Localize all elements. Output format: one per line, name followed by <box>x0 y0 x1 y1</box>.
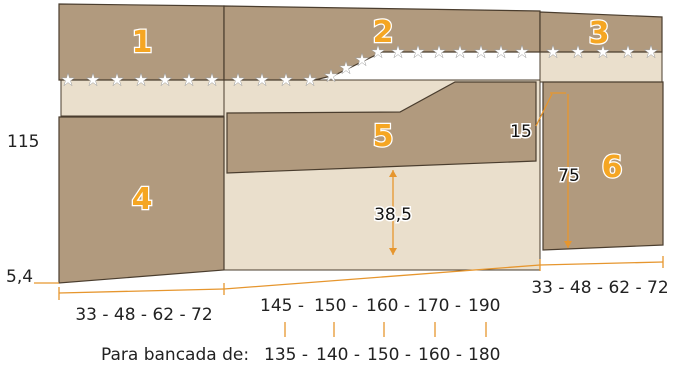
led-star-icon <box>514 44 530 59</box>
led-star-icon <box>204 72 220 87</box>
led-star-icon <box>85 72 101 87</box>
led-star-icon <box>473 44 489 59</box>
led-star-icon <box>595 44 611 59</box>
panel-number-5: 5 <box>373 119 394 154</box>
panel-number-6: 6 <box>602 150 623 185</box>
led-lights <box>60 44 659 87</box>
bed-width-item: 150 - <box>367 345 411 365</box>
bed-width-item: 135 - <box>264 345 308 365</box>
center-widths: 145 - 150 - 160 - 170 - 190 <box>260 296 500 316</box>
bed-prefix-label: Para bancada de: <box>101 345 249 365</box>
led-star-icon <box>230 72 246 87</box>
led-star-icon <box>254 72 270 87</box>
led-star-icon <box>452 44 468 59</box>
wall-strip-right <box>539 51 663 83</box>
panel-number-2: 2 <box>373 15 394 50</box>
center-width-item: 170 - <box>417 296 461 316</box>
panel-3 <box>539 11 663 53</box>
led-star-icon <box>570 44 586 59</box>
center-width-item: 145 - <box>260 296 304 316</box>
led-star-icon <box>60 72 76 87</box>
led-star-icon <box>370 44 386 59</box>
right-height-label: 75 <box>558 166 580 186</box>
center-width-item: 160 - <box>366 296 410 316</box>
wall-strip-left <box>60 79 225 117</box>
panel-5 <box>226 81 537 174</box>
bed-width-item: 160 - <box>418 345 462 365</box>
dimension-lines <box>34 92 664 337</box>
right-width-label: 33 - 48 - 62 - 72 <box>531 278 668 298</box>
led-star-icon <box>157 72 173 87</box>
center-gap-label: 38,5 <box>374 205 412 225</box>
panel-number-3: 3 <box>589 16 610 51</box>
bed-widths-row: Para bancada de: 135 - 140 - 150 - 160 -… <box>101 345 500 365</box>
center-width-item: 190 <box>468 296 500 316</box>
led-star-icon <box>323 68 339 83</box>
panel-6 <box>542 81 664 251</box>
base-height-label: 5,4 <box>6 267 33 287</box>
led-star-icon <box>545 44 561 59</box>
led-star-icon <box>431 44 447 59</box>
panel-number-4: 4 <box>132 182 153 217</box>
left-width-label: 33 - 48 - 62 - 72 <box>75 305 212 325</box>
led-star-icon <box>302 72 318 87</box>
bed-width-item: 140 - <box>316 345 360 365</box>
led-star-icon <box>338 60 354 75</box>
led-star-icon <box>109 72 125 87</box>
led-star-icon <box>354 52 370 67</box>
led-star-icon <box>643 44 659 59</box>
panel-4 <box>58 116 225 284</box>
panel-number-1: 1 <box>132 25 153 60</box>
height-total-label: 115 <box>7 132 39 152</box>
center-width-item: 150 - <box>314 296 358 316</box>
right-offset-label: 15 <box>510 122 532 142</box>
led-star-icon <box>181 72 197 87</box>
led-star-icon <box>410 44 426 59</box>
led-star-icon <box>133 72 149 87</box>
led-star-icon <box>278 72 294 87</box>
bed-width-item: 180 <box>468 345 500 365</box>
led-star-icon <box>620 44 636 59</box>
led-star-icon <box>390 44 406 59</box>
led-star-icon <box>493 44 509 59</box>
